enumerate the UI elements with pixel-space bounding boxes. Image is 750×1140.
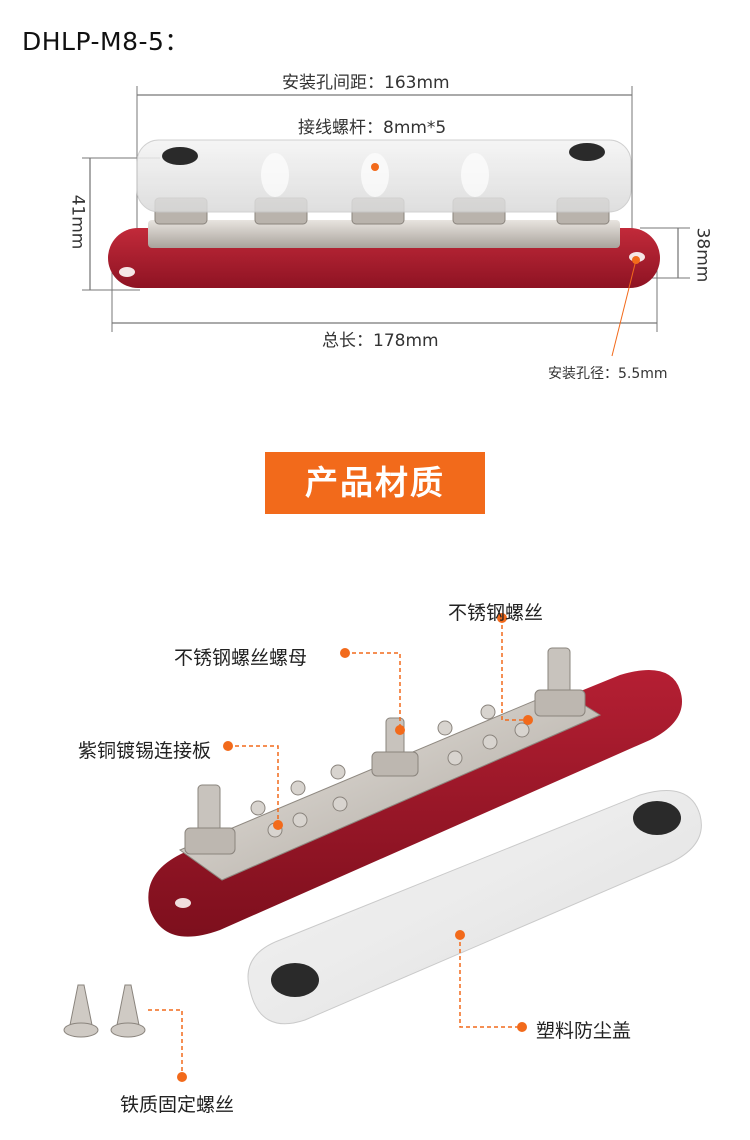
product-illustration <box>63 613 702 1082</box>
dimension-diagram <box>82 86 690 357</box>
model-title: DHLP-M8-5： <box>22 27 190 56</box>
height-label: 41mm <box>67 194 88 250</box>
callout-copper-plate: 紫铜镀锡连接板 <box>78 740 212 762</box>
stud-spec-label: 接线螺杆：8mm*5 <box>298 118 447 138</box>
callout-plastic-cover: 塑料防尘盖 <box>536 1020 632 1042</box>
base-height-label: 38mm <box>692 227 713 283</box>
section-title-banner: 产品材质 <box>265 452 485 514</box>
total-length-label: 总长：178mm <box>322 331 439 351</box>
plastic-cover-3d <box>247 790 702 1025</box>
hole-diameter-label: 安装孔径：5.5mm <box>548 366 668 382</box>
callout-iron-screws: 铁质固定螺丝 <box>120 1094 235 1116</box>
callout-stainless-nut: 不锈钢螺丝螺母 <box>174 647 308 669</box>
callout-stainless-bolt: 不锈钢螺丝 <box>448 602 544 624</box>
mount-spacing-label: 安装孔间距：163mm <box>282 73 450 93</box>
metal-plate <box>148 220 620 248</box>
